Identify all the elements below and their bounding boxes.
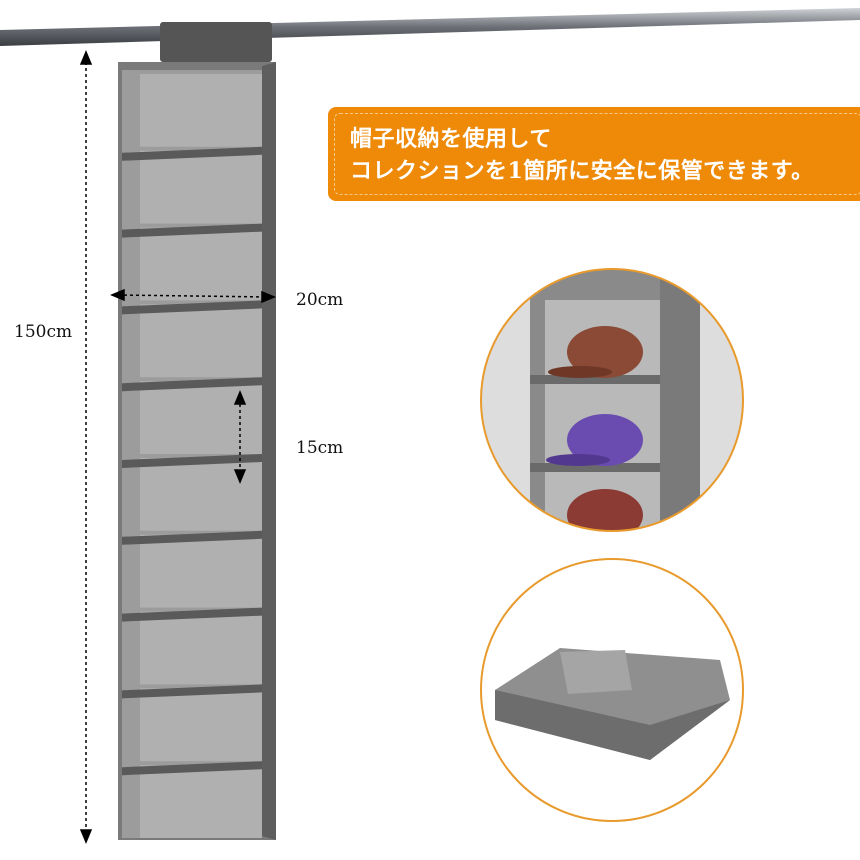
shelf: [122, 300, 262, 315]
compartment: [140, 227, 262, 301]
shelf: [122, 684, 262, 699]
compartment: [140, 304, 262, 378]
shelf-height-label: 15cm: [296, 438, 344, 458]
height-label: 150cm: [14, 322, 73, 342]
shelf: [122, 377, 262, 392]
banner-line-1: 帽子収納を使用して: [350, 126, 552, 152]
compartment: [140, 611, 262, 685]
shelf: [122, 607, 262, 622]
compartment: [140, 381, 262, 454]
shelf: [122, 223, 262, 238]
hanging-organizer: [118, 62, 276, 840]
hats-detail-circle: [481, 269, 743, 531]
folded-detail-circle: [481, 559, 743, 821]
compartment: [140, 765, 262, 838]
compartment: [140, 150, 262, 224]
shelf: [122, 454, 262, 468]
compartment: [140, 458, 262, 531]
height-arrow: [79, 50, 93, 844]
shelf-height-arrow: [233, 390, 247, 484]
shelf: [122, 761, 262, 776]
compartment: [140, 688, 262, 762]
closet-rod: [0, 8, 860, 46]
shelf: [122, 146, 262, 161]
compartment: [140, 534, 262, 608]
width-label: 20cm: [296, 290, 344, 310]
hanging-strap: [160, 22, 272, 62]
compartment: [140, 74, 262, 147]
banner-line-2: コレクションを1箇所に安全に保管できます。: [350, 158, 814, 184]
width-arrow: [110, 288, 276, 304]
feature-banner: 帽子収納を使用して コレクションを1箇所に安全に保管できます。: [328, 107, 860, 201]
shelf: [122, 530, 262, 545]
